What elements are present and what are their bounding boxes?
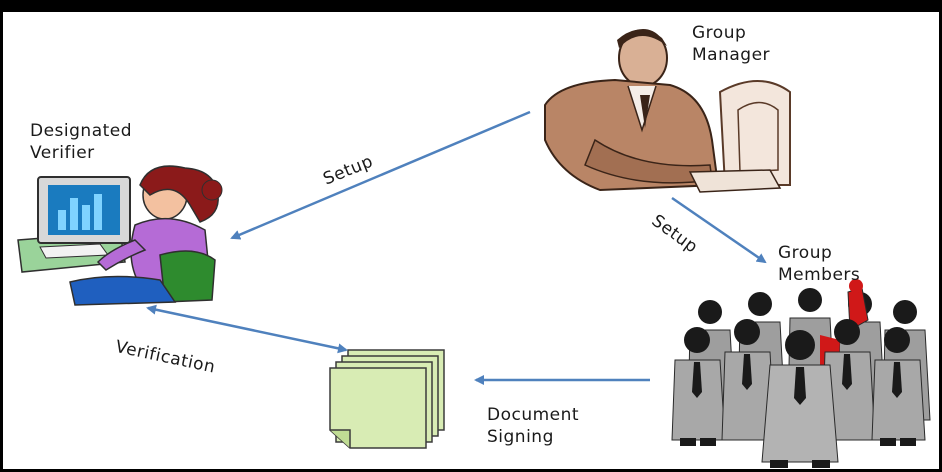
group-members-label: Group Members (778, 242, 860, 286)
group-members-icon (671, 279, 931, 468)
document-stack-icon (329, 349, 445, 449)
arrow-manager-to-verifier (230, 110, 531, 240)
designated-verifier-line1: Designated (30, 121, 133, 141)
group-manager-icon (544, 29, 791, 193)
document-signing-line2: Signing (487, 427, 554, 447)
group-manager-label: Group Manager (692, 22, 770, 66)
designated-verifier-icon (17, 165, 223, 306)
group-manager-line1: Group (692, 23, 747, 43)
arrow-manager-to-members (671, 196, 767, 264)
group-manager-line2: Manager (692, 45, 771, 65)
document-signing-label: Document Signing (487, 404, 579, 448)
arrow-verification-bidirectional (146, 304, 348, 354)
document-signing-line1: Document (487, 405, 580, 425)
designated-verifier-label: Designated Verifier (30, 120, 132, 164)
group-members-line1: Group (778, 243, 833, 263)
designated-verifier-line2: Verifier (30, 143, 95, 163)
group-members-line2: Members (778, 265, 861, 285)
